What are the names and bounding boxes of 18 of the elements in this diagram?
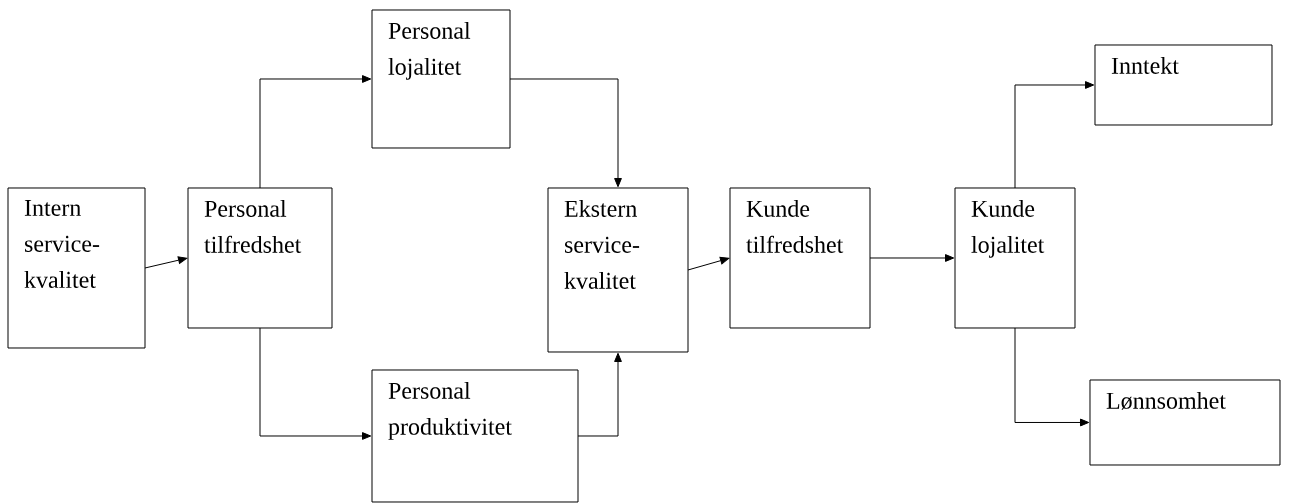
process-box: Personal produktivitet [371,369,579,503]
arrow [577,352,622,437]
arrow [259,327,372,440]
arrow [869,254,955,262]
process-box: Ekstern service-kvalitet [547,187,689,353]
process-box: Lønnsomhet [1089,379,1281,466]
process-box: Inntekt [1094,44,1273,126]
process-box: Intern service-kvalitet [7,187,146,349]
process-box: Personal tilfredshet [187,187,333,329]
arrow [687,256,730,271]
arrow [1014,81,1095,189]
arrow [509,78,622,188]
arrow [144,256,188,269]
arrow [1014,327,1090,427]
process-box: Kunde lojalitet [954,187,1076,329]
arrow [259,75,372,189]
process-box: Personal lojalitet [371,9,511,149]
process-box: Kunde tilfredshet [729,187,871,329]
